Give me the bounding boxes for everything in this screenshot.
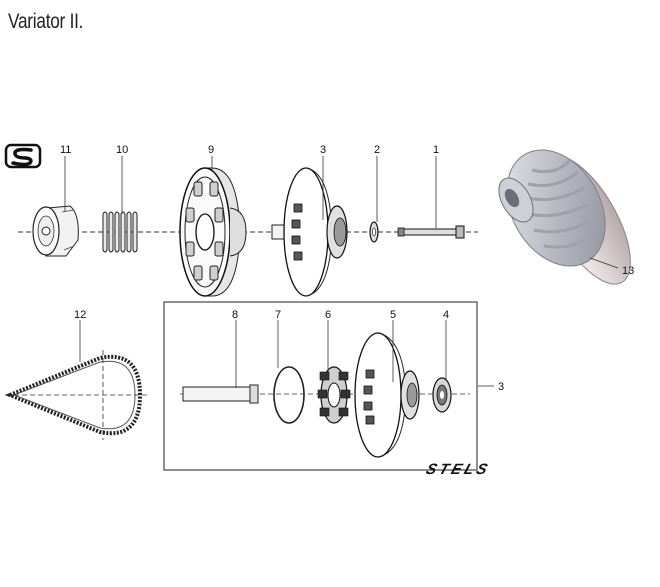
callout-4: 4: [443, 309, 449, 321]
stels-wordmark: STELS: [424, 461, 493, 478]
callout-12: 12: [74, 309, 86, 321]
part-4-bearing: [432, 377, 452, 413]
page-title: Variator II.: [8, 10, 84, 33]
callout-8: 8: [232, 309, 238, 321]
part-8-sleeve: [182, 384, 259, 404]
callout-2: 2: [374, 144, 380, 156]
leader-lines: [64, 156, 619, 388]
part-13-variator-pulley: [498, 149, 631, 285]
callout-5: 5: [390, 309, 396, 321]
callout-3-group: 3: [498, 381, 504, 393]
stels-s-icon: [4, 143, 42, 169]
part-6-cam: [317, 366, 351, 424]
part-12-belt: [4, 350, 148, 440]
callout-3: 3: [320, 144, 326, 156]
callout-1: 1: [433, 144, 439, 156]
callout-6: 6: [325, 309, 331, 321]
part-10-spring: [102, 211, 138, 253]
callout-7: 7: [275, 309, 281, 321]
group-box-part-3: [163, 301, 478, 471]
callout-10: 10: [116, 144, 128, 156]
part-9-ramp-plate: [179, 167, 247, 297]
callout-9: 9: [208, 144, 214, 156]
stels-logo: STELS: [424, 461, 493, 478]
callout-11: 11: [60, 144, 71, 156]
part-7-o-ring: [273, 366, 305, 424]
part-1-bolt: [397, 225, 465, 239]
part-2-washer: [369, 221, 379, 243]
part-5-movable-face: [354, 332, 420, 458]
part-3-sheave: [271, 167, 348, 297]
callout-13: 13: [622, 265, 634, 277]
part-11-hub: [32, 205, 79, 257]
